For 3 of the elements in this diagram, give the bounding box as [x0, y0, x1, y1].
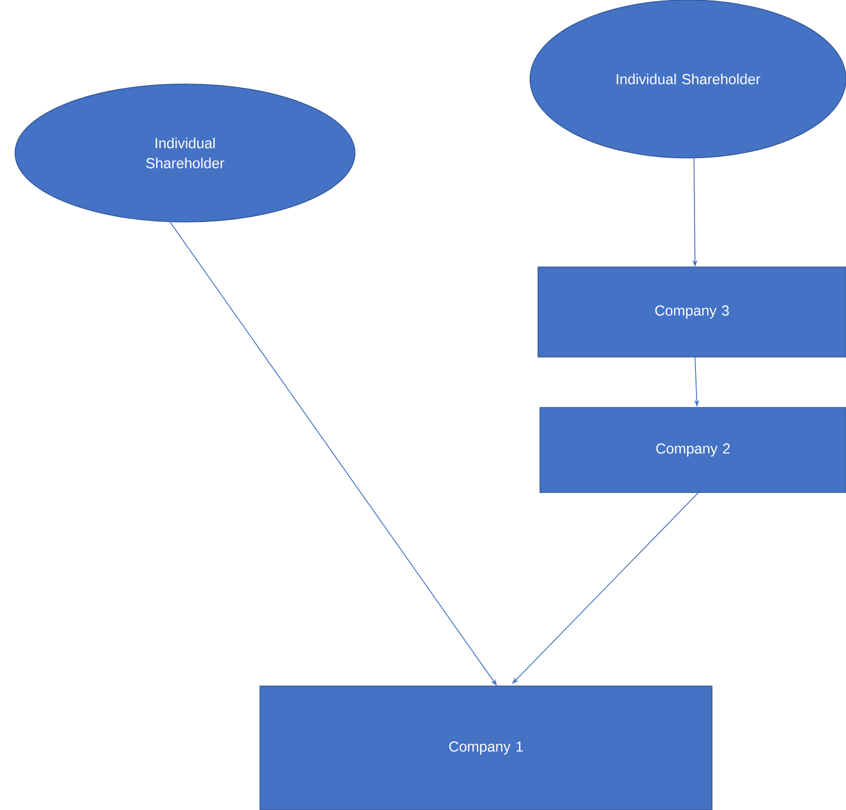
company-box: Company 3: [538, 266, 846, 358]
company-box: Company 1: [260, 686, 712, 810]
company-box: Company 2: [540, 407, 846, 493]
